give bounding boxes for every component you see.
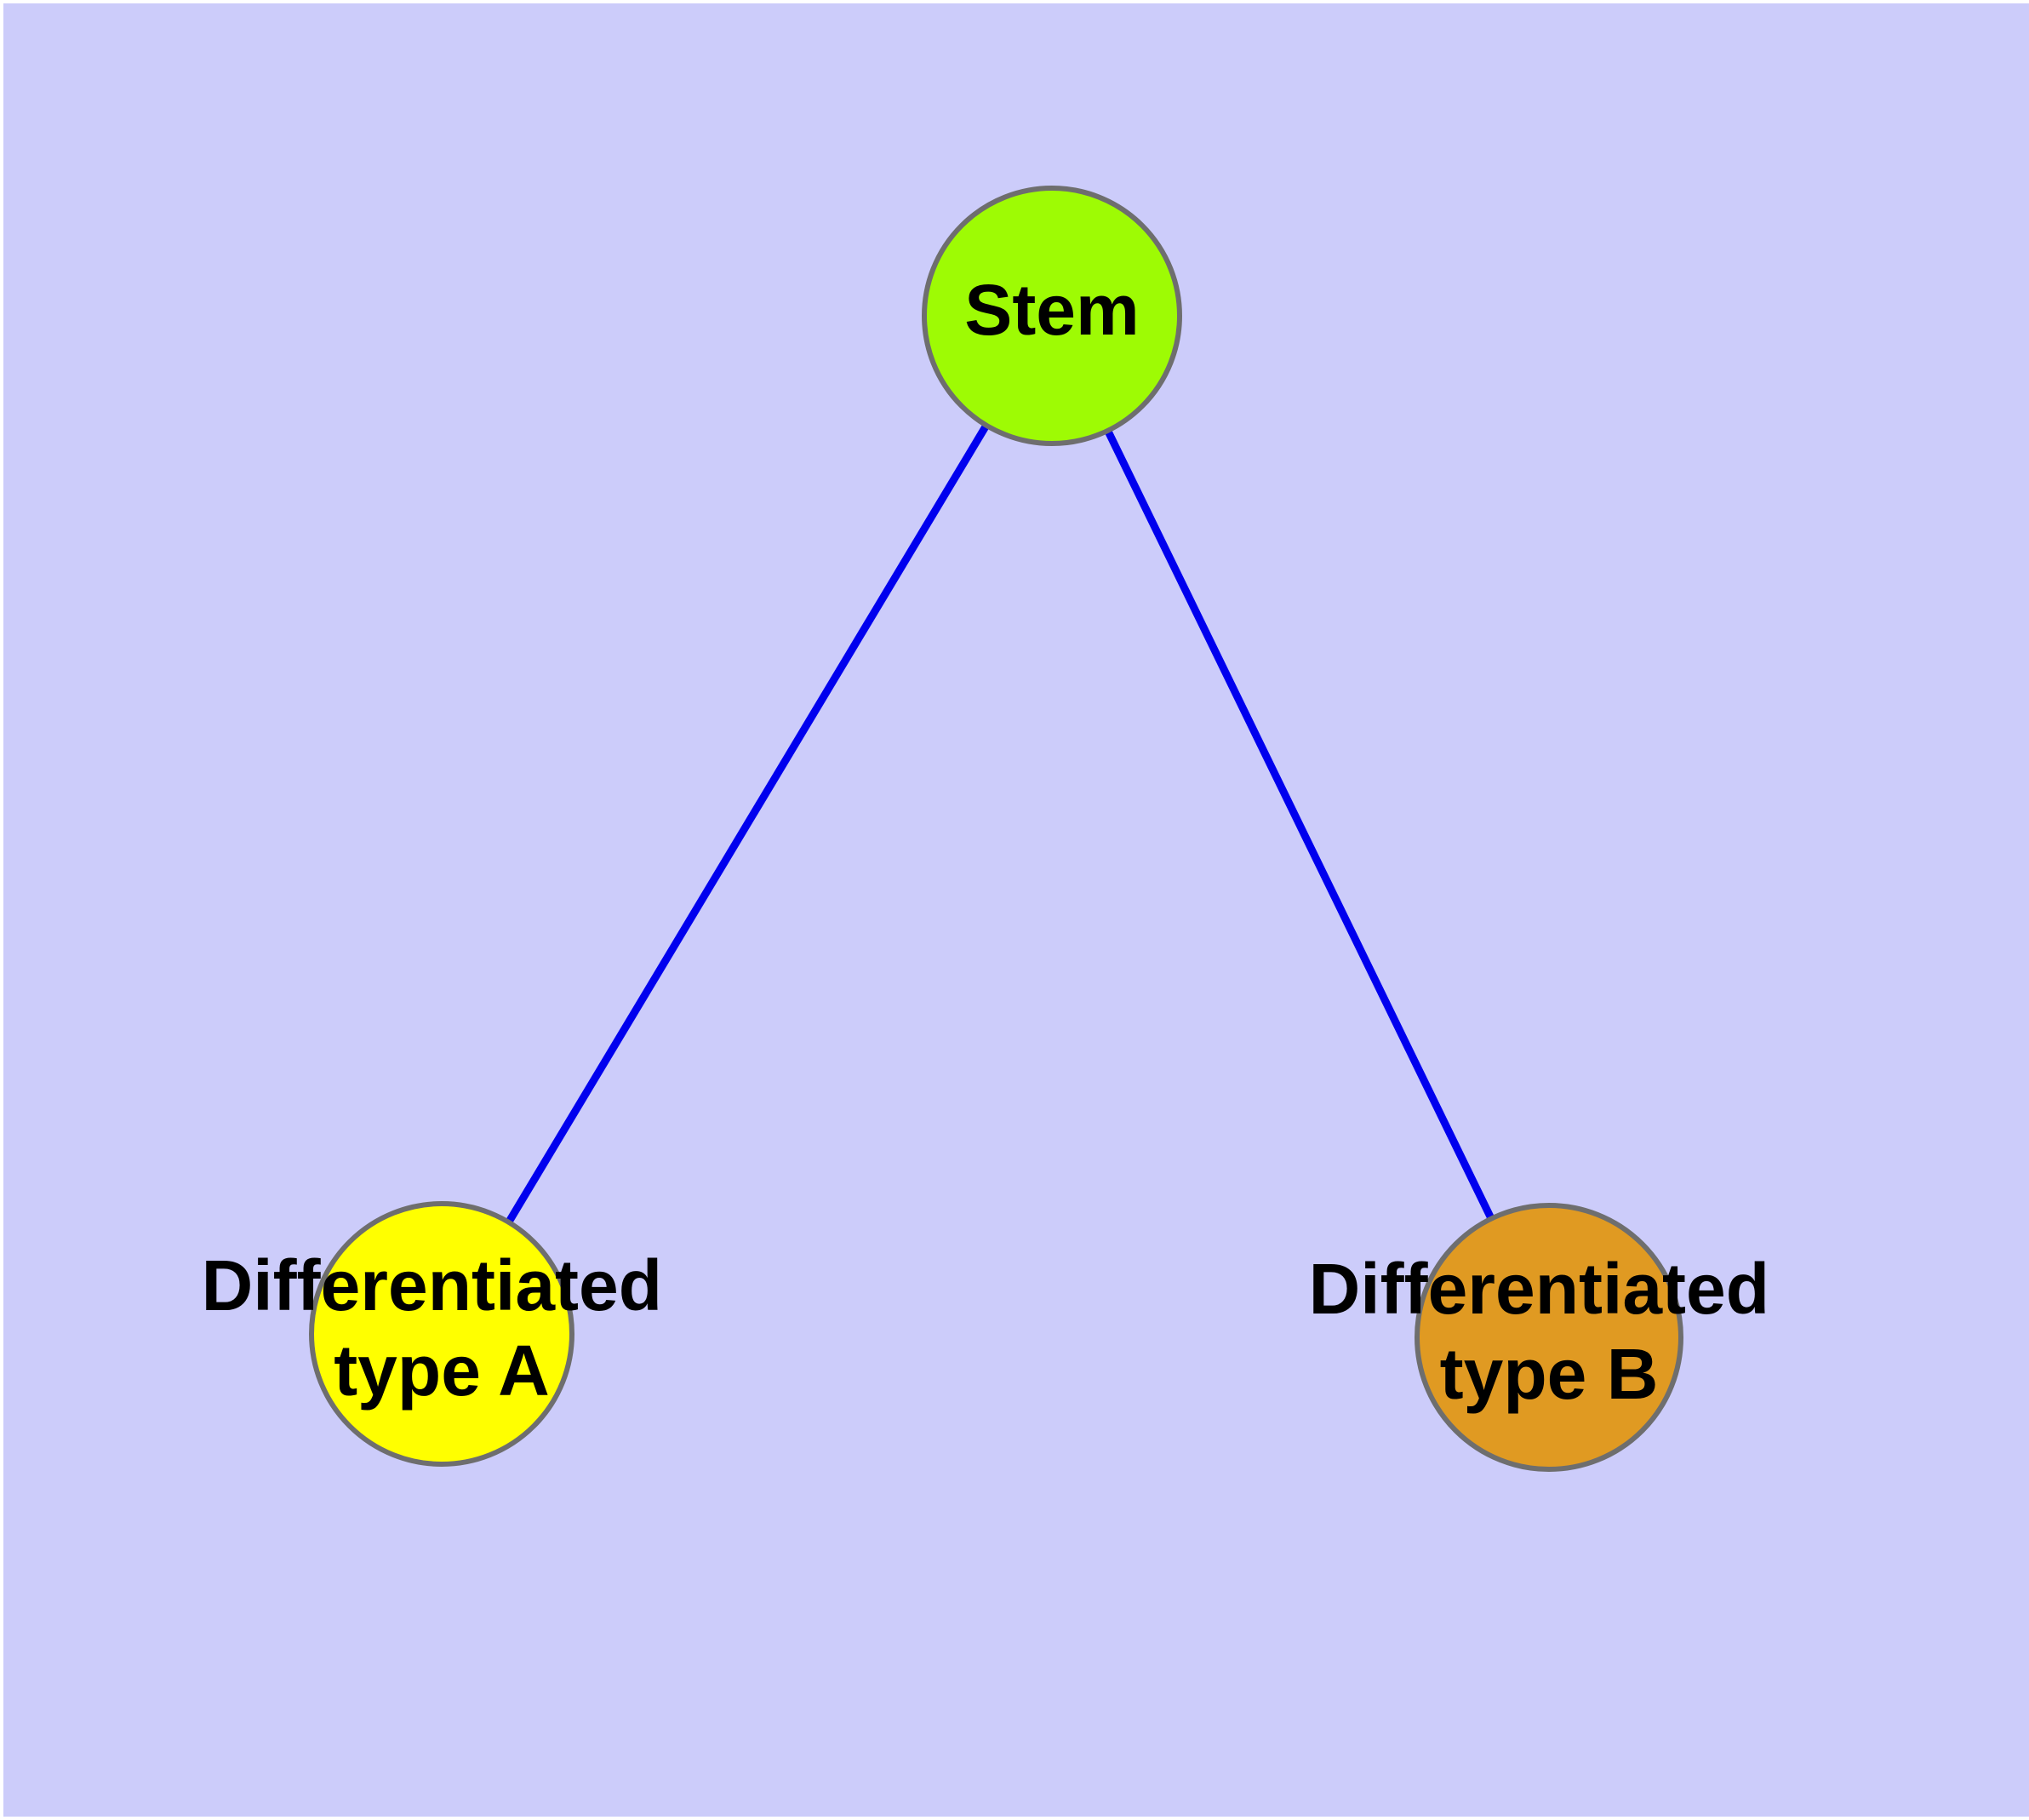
label-layer: Stem Differentiated type A Differentiate… xyxy=(202,270,1790,1414)
node-stem-circle[interactable] xyxy=(922,186,1182,446)
node-layer xyxy=(309,186,1683,1472)
edge-layer xyxy=(438,313,1553,1339)
node-differentiated-type-b-circle[interactable] xyxy=(1415,1203,1683,1472)
node-stem-label-line-1: Stem xyxy=(964,270,1139,350)
diagram-plot-area: Stem Differentiated type A Differentiate… xyxy=(3,3,2029,1817)
node-stem-label: Stem xyxy=(964,270,1139,350)
edge-stem-to-differentiated-type-b[interactable] xyxy=(1048,314,1553,1339)
node-differentiated-type-a-label: Differentiated type A xyxy=(202,1245,683,1411)
node-differentiated-type-a-circle[interactable] xyxy=(309,1201,574,1467)
node-differentiated-type-b-label-line-1: Differentiated xyxy=(1309,1249,1769,1329)
node-differentiated-type-b-label-line-2: type B xyxy=(1440,1334,1659,1414)
node-differentiated-type-b-label: Differentiated type B xyxy=(1309,1249,1790,1414)
network-graph: Stem Differentiated type A Differentiate… xyxy=(202,186,1790,1472)
node-differentiated-type-a-label-line-2: type A xyxy=(334,1331,550,1411)
edge-stem-to-differentiated-type-a[interactable] xyxy=(438,313,1055,1336)
node-differentiated-type-a-label-line-1: Differentiated xyxy=(202,1245,662,1325)
